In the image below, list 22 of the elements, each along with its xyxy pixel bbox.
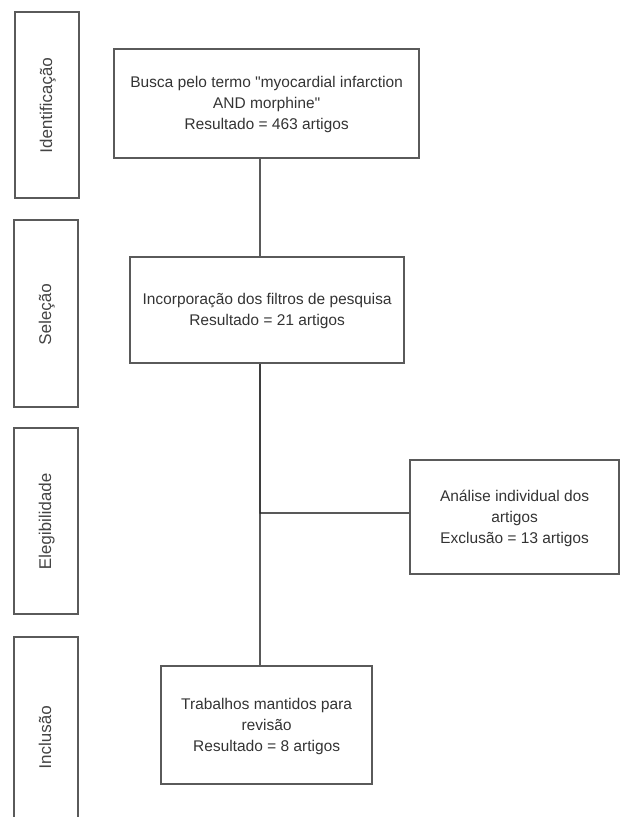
stage-label: Inclusão <box>36 705 56 769</box>
stage-label: Identificação <box>37 57 57 153</box>
result-text: Resultado = 463 artigos <box>184 115 349 135</box>
step-text: Busca pelo termo "myocardial infarction AND morphine" <box>129 73 404 114</box>
result-text: Resultado = 21 artigos <box>189 311 345 331</box>
step-text: Incorporação dos filtros de pesquisa <box>142 290 392 310</box>
process-box <box>113 48 420 159</box>
step-text: Análise individual dos artigos <box>438 486 590 528</box>
result-text: Exclusão = 13 artigos <box>440 528 589 548</box>
stage-label: Elegibilidade <box>36 472 56 570</box>
connector-line <box>259 159 261 256</box>
stage-band <box>14 11 80 199</box>
stage-label: Seleção <box>36 282 56 344</box>
stage-band <box>13 427 79 615</box>
stage-band <box>13 219 79 408</box>
connector-line <box>259 364 261 665</box>
result-text: Resultado = 8 artigos <box>193 736 340 756</box>
stage-band <box>13 636 79 817</box>
step-text: Trabalhos mantidos para revisão <box>180 694 353 736</box>
process-box <box>160 665 373 785</box>
process-box <box>129 256 405 364</box>
process-box <box>409 459 620 575</box>
